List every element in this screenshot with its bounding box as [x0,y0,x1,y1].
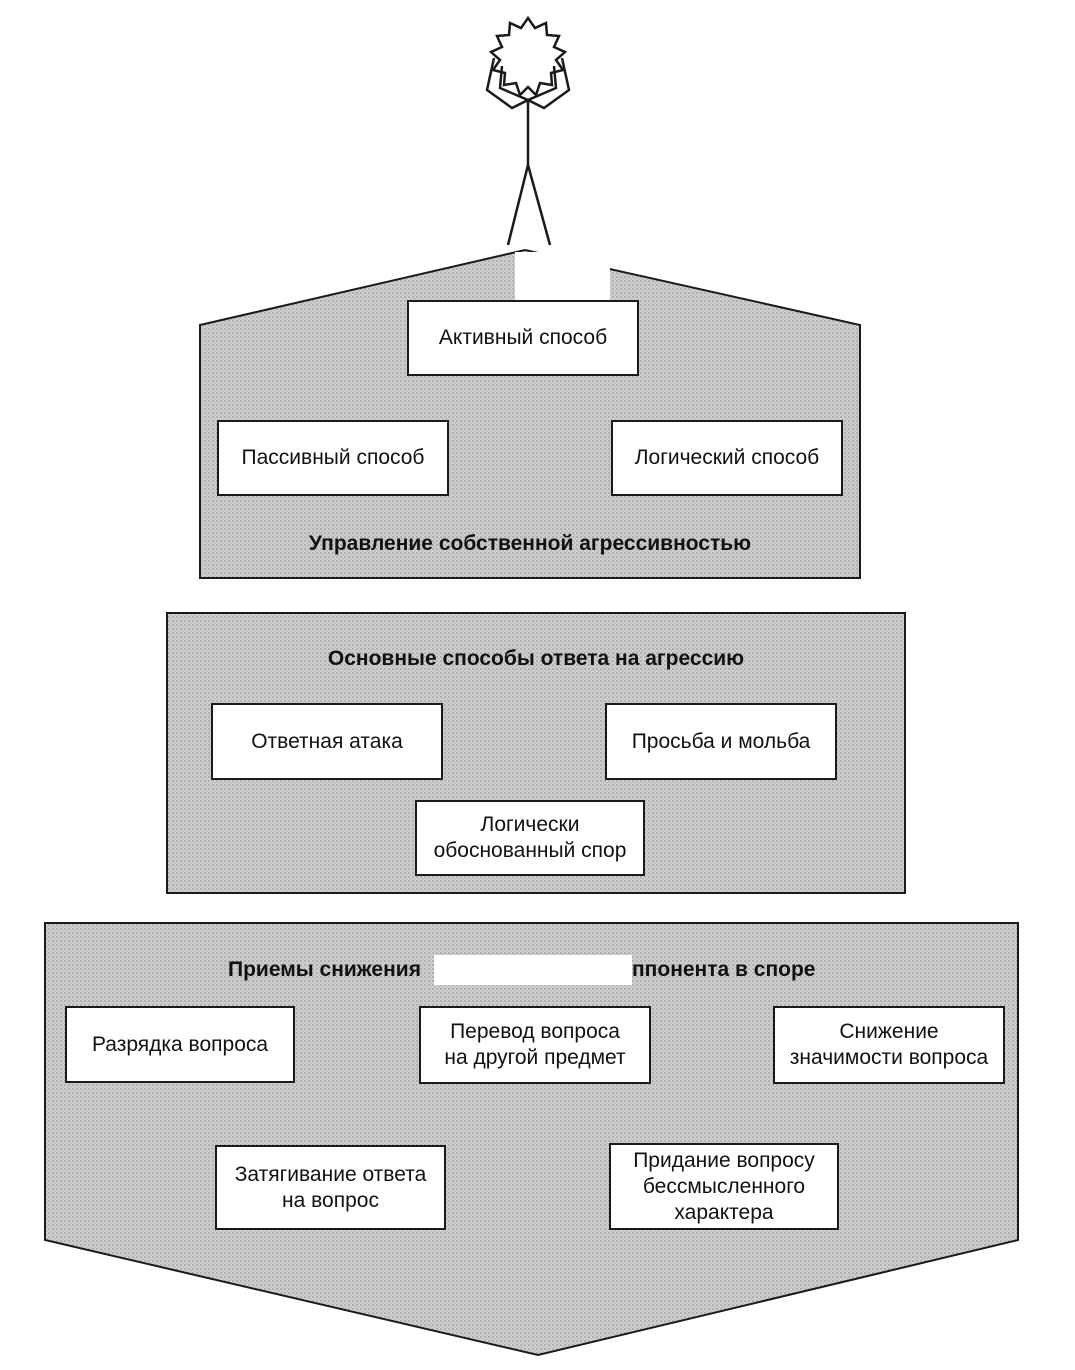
stick-figure-with-sun-head-icon [485,15,571,246]
box-plea: Просьба и мольба [605,703,837,780]
box-meaningless: Придание вопросу бессмысленного характер… [609,1143,839,1230]
bottom-panel-title-left: Приемы снижения [228,958,421,981]
top-panel [199,248,861,579]
middle-panel-title: Основные способы ответа на агрессию [327,647,745,670]
bottom-panel-title-right: ппонента в споре [632,958,816,981]
erased-patch [434,955,632,985]
box-active-method: Активный способ [407,300,639,376]
box-question-discharge: Разрядка вопроса [65,1006,295,1083]
box-reduce-significance: Снижение значимости вопроса [773,1006,1005,1084]
sun-head-icon [488,15,568,98]
box-logical-dispute: Логически обоснованный спор [415,800,645,876]
box-passive-method: Пассивный способ [217,420,449,496]
bottom-panel [44,922,1019,1357]
box-counterattack: Ответная атака [211,703,443,780]
top-panel-title: Управление собственной агрессивностью [308,532,752,555]
left-leg-icon [506,164,530,246]
erased-patch [515,252,610,302]
box-question-transfer: Перевод вопроса на другой предмет [419,1006,651,1084]
box-logical-method: Логический способ [611,420,843,496]
box-delay-answer: Затягивание ответа на вопрос [215,1145,446,1230]
right-leg-icon [526,164,552,246]
